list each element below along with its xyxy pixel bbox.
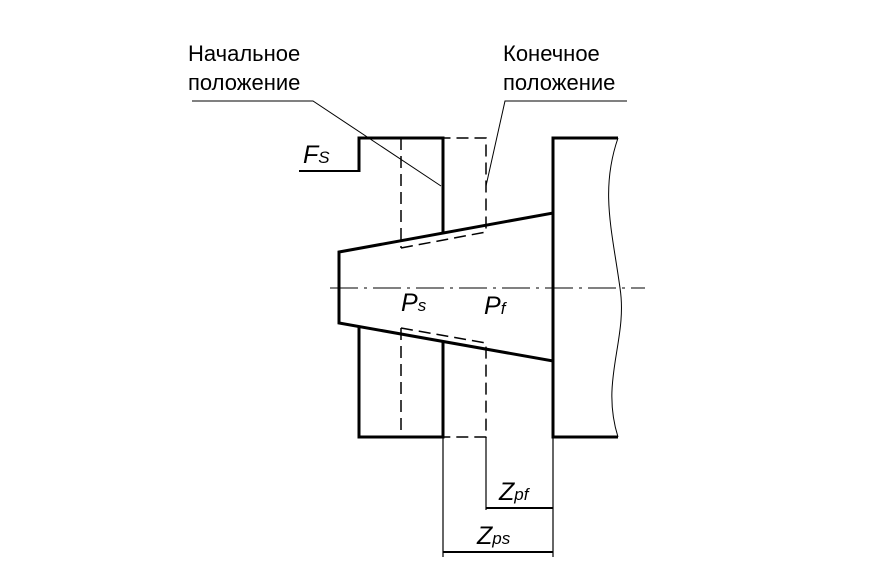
label-pf-sub: f: [501, 299, 508, 318]
label-initial-line2: положение: [188, 70, 300, 95]
leader-initial: [192, 100, 442, 187]
label-initial-line1: Начальное: [188, 41, 300, 66]
label-zps-sub: ps: [491, 529, 510, 548]
label-zps-main: Z: [476, 522, 493, 550]
shaft-cone: [337, 211, 555, 363]
hub-final-bottom-dashed: [400, 327, 487, 438]
mating-body-break-line: [608, 137, 622, 438]
label-zps: Zps: [476, 522, 511, 550]
label-ps-sub: s: [418, 296, 427, 315]
label-zpf: Zpf: [498, 478, 531, 506]
label-fs: FS: [303, 141, 330, 169]
label-pf-main: P: [484, 292, 501, 320]
label-fs-sub: S: [318, 148, 330, 167]
label-fs-main: F: [303, 141, 320, 169]
label-pf: Pf: [484, 292, 508, 320]
label-final-line1: Конечное: [503, 41, 600, 66]
leader-final: [485, 100, 627, 187]
label-ps-main: P: [401, 289, 418, 317]
label-final-line2: положение: [503, 70, 615, 95]
mating-body: [551, 136, 618, 439]
label-zpf-sub: pf: [513, 485, 530, 504]
label-ps: Ps: [401, 289, 427, 317]
label-zpf-main: Z: [498, 478, 515, 506]
